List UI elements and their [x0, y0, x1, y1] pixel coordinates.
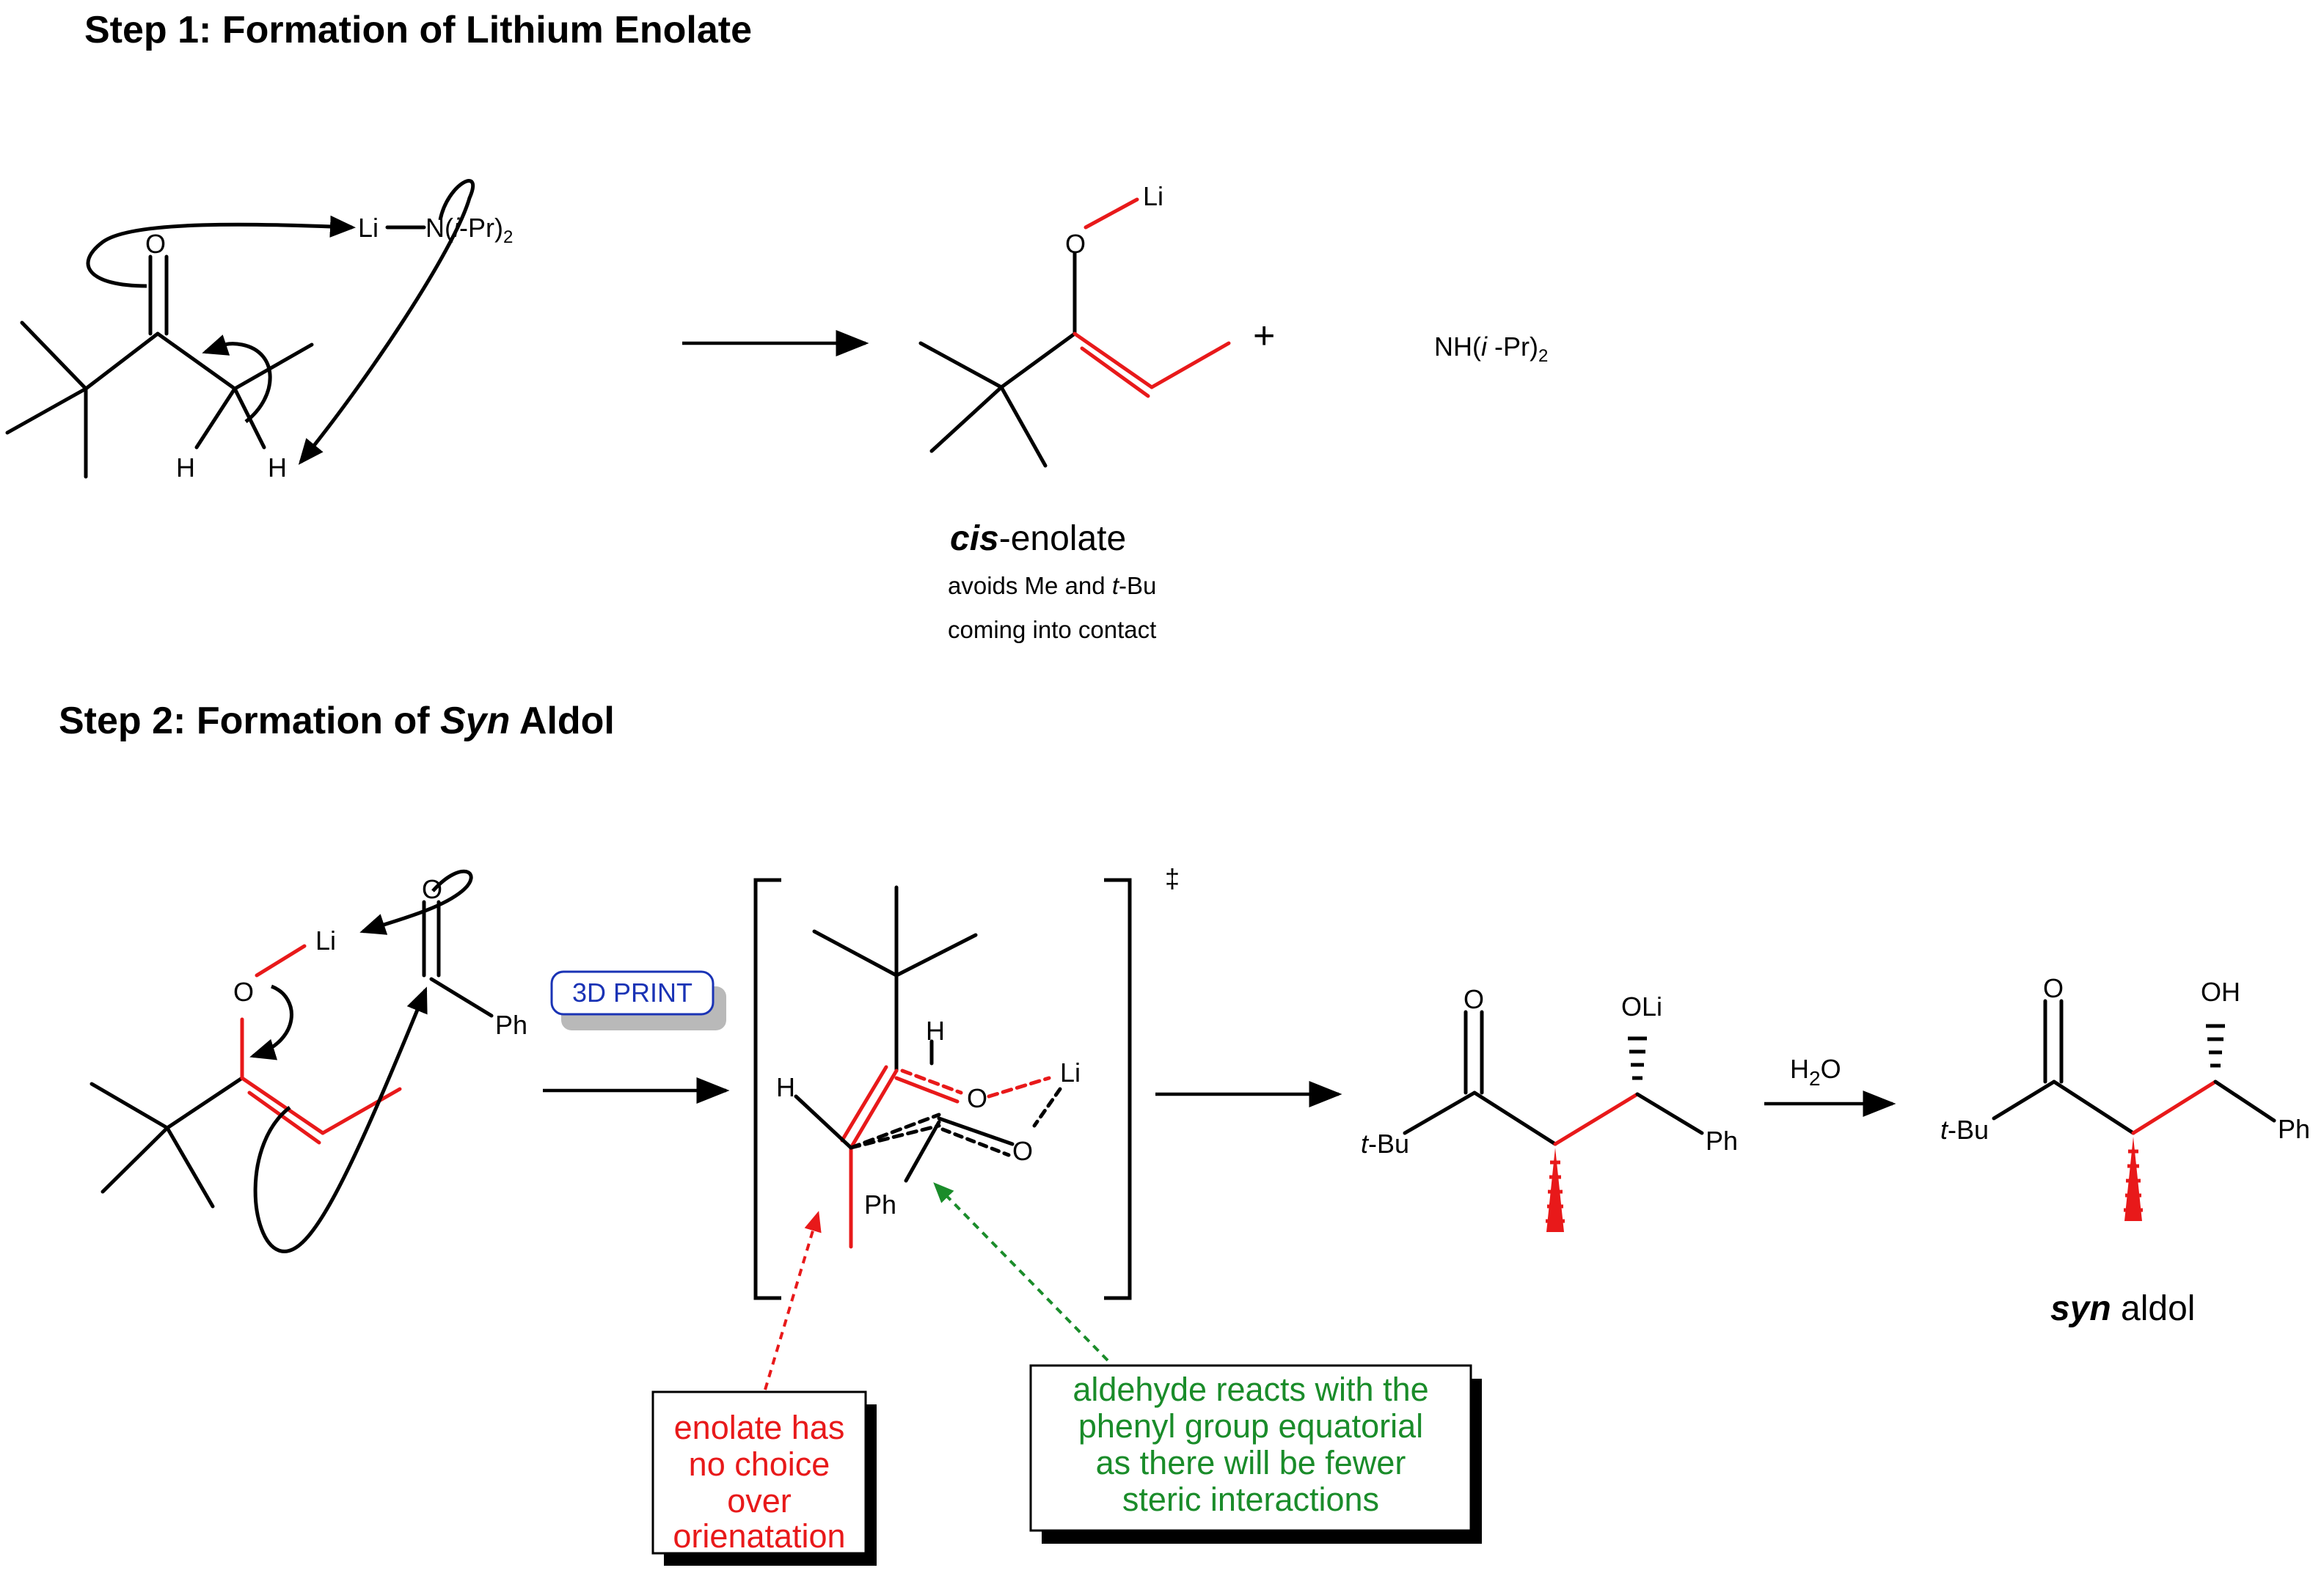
ts-oxygen-1: O [967, 1083, 987, 1113]
syn-rest: aldol [2111, 1289, 2196, 1328]
ts-reactant-oxygen: O [233, 977, 254, 1007]
3d-print-button[interactable]: 3D PRINT [550, 970, 726, 1030]
step2-title-syn: Syn [440, 700, 510, 742]
enolate-aldehyde-reactants: O Li O Ph [89, 869, 527, 1253]
lda-reagent: Li N(i-Pr)2 [358, 213, 513, 247]
product-tbu: t-Bu [1940, 1115, 1989, 1145]
red-box-line-4: orienatation [673, 1517, 845, 1555]
red-callout-box: enolate has no choice over orienatation [651, 1390, 877, 1566]
green-callout-arrow [933, 1182, 1109, 1362]
syn-bold: syn [2050, 1289, 2111, 1328]
ts-reactant-lithium: Li [315, 926, 336, 956]
ts-lithium: Li [1060, 1058, 1081, 1088]
red-box-line-2: no choice [689, 1445, 830, 1483]
prod-tbu-rest: -Bu [1948, 1115, 1989, 1145]
red-box-line-1: enolate has [674, 1409, 845, 1446]
transition-state-brackets: ‡ [753, 863, 1180, 1300]
plus-sign: + [1253, 315, 1275, 357]
product-carbonyl-oxygen: O [2043, 973, 2064, 1003]
green-box-line-3: as there will be fewer [1096, 1444, 1406, 1481]
byproduct-pr: -Pr) [1487, 331, 1538, 362]
diisopropylamine: NH(i -Pr)2 [1434, 331, 1548, 366]
step1-curly-arrows [86, 179, 475, 465]
cis-rest: -enolate [999, 519, 1126, 558]
byproduct-sub: 2 [1538, 346, 1548, 366]
ts-h-left: H [776, 1072, 795, 1102]
water-o: O [1821, 1054, 1841, 1084]
green-box-line-1: aldehyde reacts with the [1073, 1371, 1428, 1408]
alpha-hydrogen-2: H [268, 452, 287, 483]
ketone-oxygen: O [145, 229, 166, 259]
byproduct-nh: NH( [1434, 331, 1481, 362]
green-box-line-4: steric interactions [1122, 1481, 1379, 1518]
green-callout-box: aldehyde reacts with the phenyl group eq… [1029, 1364, 1482, 1544]
step2-title: Step 2: Formation of Syn Aldol [59, 700, 615, 742]
product-hydroxyl: OH [2201, 977, 2240, 1007]
aldehyde-phenyl: Ph [495, 1010, 527, 1040]
intermediate-phenyl: Ph [1706, 1126, 1738, 1156]
byproduct-i: i [1481, 331, 1488, 362]
lithium-aldolate-structure: O OLi t-Bu Ph [1361, 984, 1738, 1232]
red-box-line-3: over [727, 1482, 792, 1520]
int-tbu-rest: -Bu [1368, 1129, 1409, 1159]
ketone-structure: O H H [5, 229, 314, 483]
alpha-hydrogen-1: H [176, 452, 195, 483]
water-sub: 2 [1809, 1067, 1821, 1090]
green-box-line-2: phenyl group equatorial [1078, 1407, 1423, 1445]
3d-print-button-face[interactable] [550, 970, 715, 1016]
note-1a: avoids Me and [948, 572, 1112, 599]
ts-phenyl: Ph [864, 1190, 896, 1220]
lda-pr: -Pr) [459, 213, 503, 243]
red-callout-arrow [764, 1211, 822, 1390]
step2-title-a: Step 2: Formation of [59, 700, 440, 742]
intermediate-carbonyl-oxygen: O [1464, 984, 1484, 1014]
intermediate-oli: OLi [1621, 992, 1662, 1022]
3d-print-button-label[interactable]: 3D PRINT [572, 978, 693, 1008]
ts-h-top: H [926, 1016, 945, 1046]
int-tbu-t: t [1361, 1129, 1370, 1159]
ts-oxygen-2: O [1012, 1136, 1033, 1166]
lda-lithium: Li [358, 213, 379, 243]
product-phenyl: Ph [2278, 1114, 2310, 1144]
cis-bold: cis [950, 519, 999, 558]
step2-title-b: Aldol [510, 700, 615, 742]
syn-aldol-product: O OH t-Bu Ph [1940, 973, 2310, 1221]
water-h: H [1790, 1054, 1809, 1084]
transition-state-structure: H H O O Li Ph [776, 885, 1081, 1249]
svg-text:H2O: H2O [1790, 1054, 1841, 1090]
lda-sub: 2 [503, 227, 513, 247]
enolate-oxygen: O [1065, 229, 1086, 259]
double-dagger: ‡ [1165, 863, 1180, 893]
enolate-lithium: Li [1143, 181, 1163, 211]
note-1b: -Bu [1119, 572, 1156, 599]
svg-text:N(i-Pr)2: N(i-Pr)2 [425, 213, 513, 247]
water-workup-arrow: H2O [1764, 1054, 1896, 1117]
note-1t: t [1112, 572, 1120, 599]
cis-enolate-structure: O Li [918, 181, 1231, 468]
step1-title: Step 1: Formation of Lithium Enolate [84, 9, 752, 51]
cis-enolate-label: cis-enolate [950, 519, 1126, 558]
syn-aldol-label: syn aldol [2050, 1289, 2195, 1328]
note-line-2: coming into contact [948, 616, 1156, 643]
prod-tbu-t: t [1940, 1115, 1949, 1145]
intermediate-tbu: t-Bu [1361, 1129, 1409, 1159]
note-line-1: avoids Me and t-Bu [948, 572, 1156, 599]
